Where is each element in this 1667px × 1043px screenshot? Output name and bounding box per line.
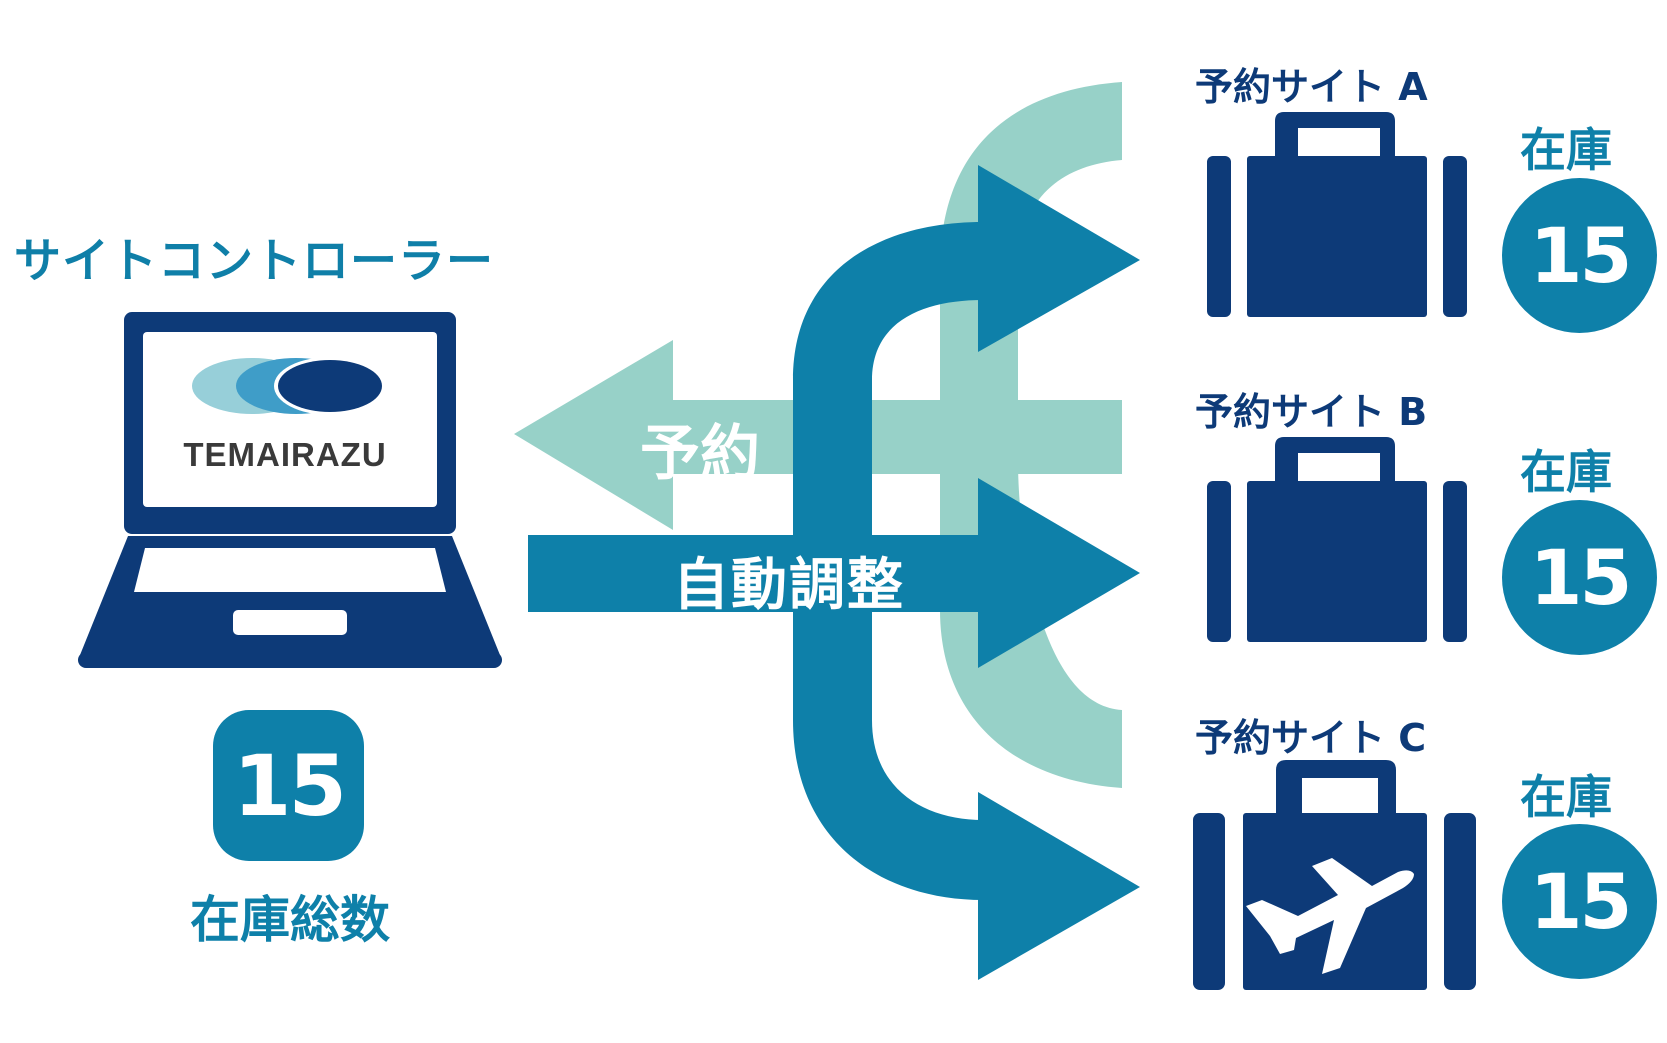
auto-adjust-curve-to-site-c	[793, 560, 983, 900]
logo-text: TEMAIRAZU	[183, 436, 387, 473]
auto-adjust-arrowhead-site-a	[978, 165, 1140, 352]
site-a-stock-label: 在庫	[1520, 123, 1612, 177]
laptop-icon	[78, 312, 502, 668]
suitcase-b-handle	[1275, 437, 1395, 483]
logo-ellipse-dark-fill	[278, 360, 382, 412]
suitcase-c	[1193, 760, 1476, 990]
site-b-stock-circle: 15	[1502, 500, 1657, 655]
auto-adjust-flow	[528, 165, 1140, 980]
auto-adjust-arrow-label: 自動調整	[673, 553, 905, 618]
reservation-arrow-left	[514, 340, 790, 530]
suitcase-b-body	[1247, 481, 1427, 642]
site-c-stock-circle: 15	[1502, 824, 1657, 979]
site-a-label: 予約サイト A	[1195, 65, 1428, 109]
suitcase-c-handle	[1276, 760, 1396, 815]
site-b-stock-label: 在庫	[1520, 445, 1612, 499]
suitcase-c-left-strip	[1193, 813, 1225, 990]
auto-adjust-bar	[528, 535, 978, 612]
suitcase-b-right-strip	[1443, 481, 1467, 642]
suitcase-a	[1207, 112, 1467, 317]
suitcase-a-right-strip	[1443, 156, 1467, 317]
reservation-arrow-label: 予約	[640, 419, 760, 489]
laptop-touchpad	[233, 610, 347, 635]
suitcase-b-left-strip	[1207, 481, 1231, 642]
auto-adjust-arrowhead-site-b	[978, 478, 1140, 668]
laptop-keyboard	[134, 548, 446, 592]
total-stock-badge: 15	[213, 710, 364, 861]
suitcase-c-right-strip	[1444, 813, 1476, 990]
airplane-icon	[1246, 858, 1414, 974]
laptop-base-lip	[78, 652, 502, 668]
controller-title: サイトコントローラー	[14, 234, 494, 289]
site-a-stock-circle: 15	[1502, 178, 1657, 333]
site-c-stock-label: 在庫	[1520, 770, 1612, 824]
site-c-label: 予約サイト C	[1195, 716, 1427, 760]
suitcase-a-left-strip	[1207, 156, 1231, 317]
total-stock-label: 在庫総数	[190, 891, 390, 949]
suitcase-a-handle	[1275, 112, 1395, 158]
site-b-label: 予約サイト B	[1195, 390, 1428, 434]
suitcase-b	[1207, 437, 1467, 642]
suitcase-a-body	[1247, 156, 1427, 317]
auto-adjust-curve-to-site-a	[793, 222, 983, 560]
auto-adjust-arrowhead-site-c	[978, 792, 1140, 980]
